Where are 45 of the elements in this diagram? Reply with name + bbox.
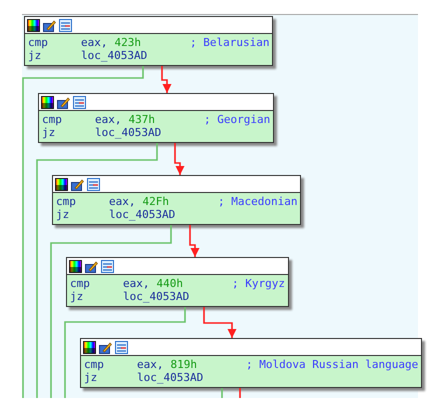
instruction-mnemonic: jz (28, 49, 42, 62)
flow-line (36, 143, 158, 398)
flow-arrow (161, 66, 172, 93)
label-operand: loc_4053AD (81, 49, 148, 62)
immediate-value: 819h (170, 358, 197, 371)
label-operand: loc_4053AD (123, 290, 190, 303)
flow-arrow (174, 143, 184, 175)
code-block (80, 338, 422, 388)
instruction-mnemonic: cmp (28, 36, 48, 49)
flow-line (221, 388, 223, 398)
code-comment: ; Moldova Russian language (246, 358, 418, 371)
immediate-value: 42Fh (142, 195, 169, 208)
immediate-value: 440h (156, 277, 183, 290)
register-operand: eax, (95, 113, 122, 126)
code-comment: ; Belarusian (190, 36, 270, 49)
immediate-value: 437h (128, 113, 155, 126)
code-comment: ; Macedonian (218, 195, 298, 208)
code-comment: ; Georgian (204, 113, 270, 126)
immediate-value: 423h (114, 36, 141, 49)
instruction-mnemonic: cmp (84, 358, 104, 371)
instruction-mnemonic: jz (42, 126, 56, 139)
code-block (24, 16, 274, 66)
flow-arrow (203, 307, 236, 338)
code-block (66, 257, 289, 307)
flow-line (239, 388, 241, 398)
flow-arrow (189, 225, 200, 257)
code-block (38, 93, 274, 143)
instruction-mnemonic: jz (70, 290, 84, 303)
register-operand: eax, (109, 195, 136, 208)
flow-line (50, 225, 172, 398)
flow-line (22, 66, 144, 398)
code-block (52, 175, 302, 225)
register-operand: eax, (81, 36, 108, 49)
instruction-mnemonic: cmp (56, 195, 76, 208)
instruction-mnemonic: jz (84, 371, 98, 384)
label-operand: loc_4053AD (95, 126, 162, 139)
register-operand: eax, (137, 358, 164, 371)
instruction-mnemonic: cmp (70, 277, 90, 290)
register-operand: eax, (123, 277, 150, 290)
code-comment: ; Kyrgyz (232, 277, 285, 290)
label-operand: loc_4053AD (137, 371, 204, 384)
label-operand: loc_4053AD (109, 208, 176, 221)
flow-line (64, 307, 186, 398)
instruction-mnemonic: cmp (42, 113, 62, 126)
instruction-mnemonic: jz (56, 208, 70, 221)
